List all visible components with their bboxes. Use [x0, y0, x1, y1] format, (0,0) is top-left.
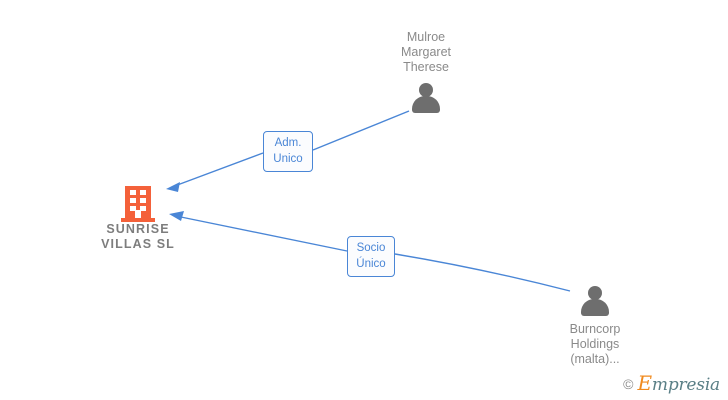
person-top-name-label: Mulroe Margaret Therese [400, 30, 452, 74]
person-icon [576, 286, 614, 316]
node-person-mulroe-margaret-therese[interactable]: Mulroe Margaret Therese [370, 30, 482, 113]
company-name-label: SUNRISE VILLAS SL [101, 222, 175, 251]
copyright-icon: © [623, 375, 634, 392]
edge-line-socio-unico-left [175, 215, 348, 252]
edge-label-adm-unico[interactable]: Adm. Unico [263, 131, 313, 172]
building-icon [121, 186, 155, 222]
brand-initial: E [637, 371, 653, 395]
person-icon [407, 83, 445, 113]
brand-logo-text: Empresia [638, 373, 721, 394]
node-company-sunrise-villas[interactable]: SUNRISE VILLAS SL [96, 186, 180, 252]
empresia-watermark: © Empresia [623, 373, 720, 394]
brand-rest: mpresia [651, 375, 720, 395]
edge-line-socio-unico-right [394, 253, 571, 292]
edge-line-adm-unico-left [171, 152, 264, 188]
person-bottom-name-label: Burncorp Holdings (malta)... [569, 322, 621, 366]
node-person-burncorp-holdings-malta[interactable]: Burncorp Holdings (malta)... [539, 286, 651, 367]
edge-line-adm-unico-right [312, 110, 410, 151]
edge-label-socio-unico[interactable]: Socio Único [347, 236, 395, 277]
arrowhead-adm-unico [166, 182, 180, 192]
arrowhead-socio-unico [169, 211, 184, 221]
